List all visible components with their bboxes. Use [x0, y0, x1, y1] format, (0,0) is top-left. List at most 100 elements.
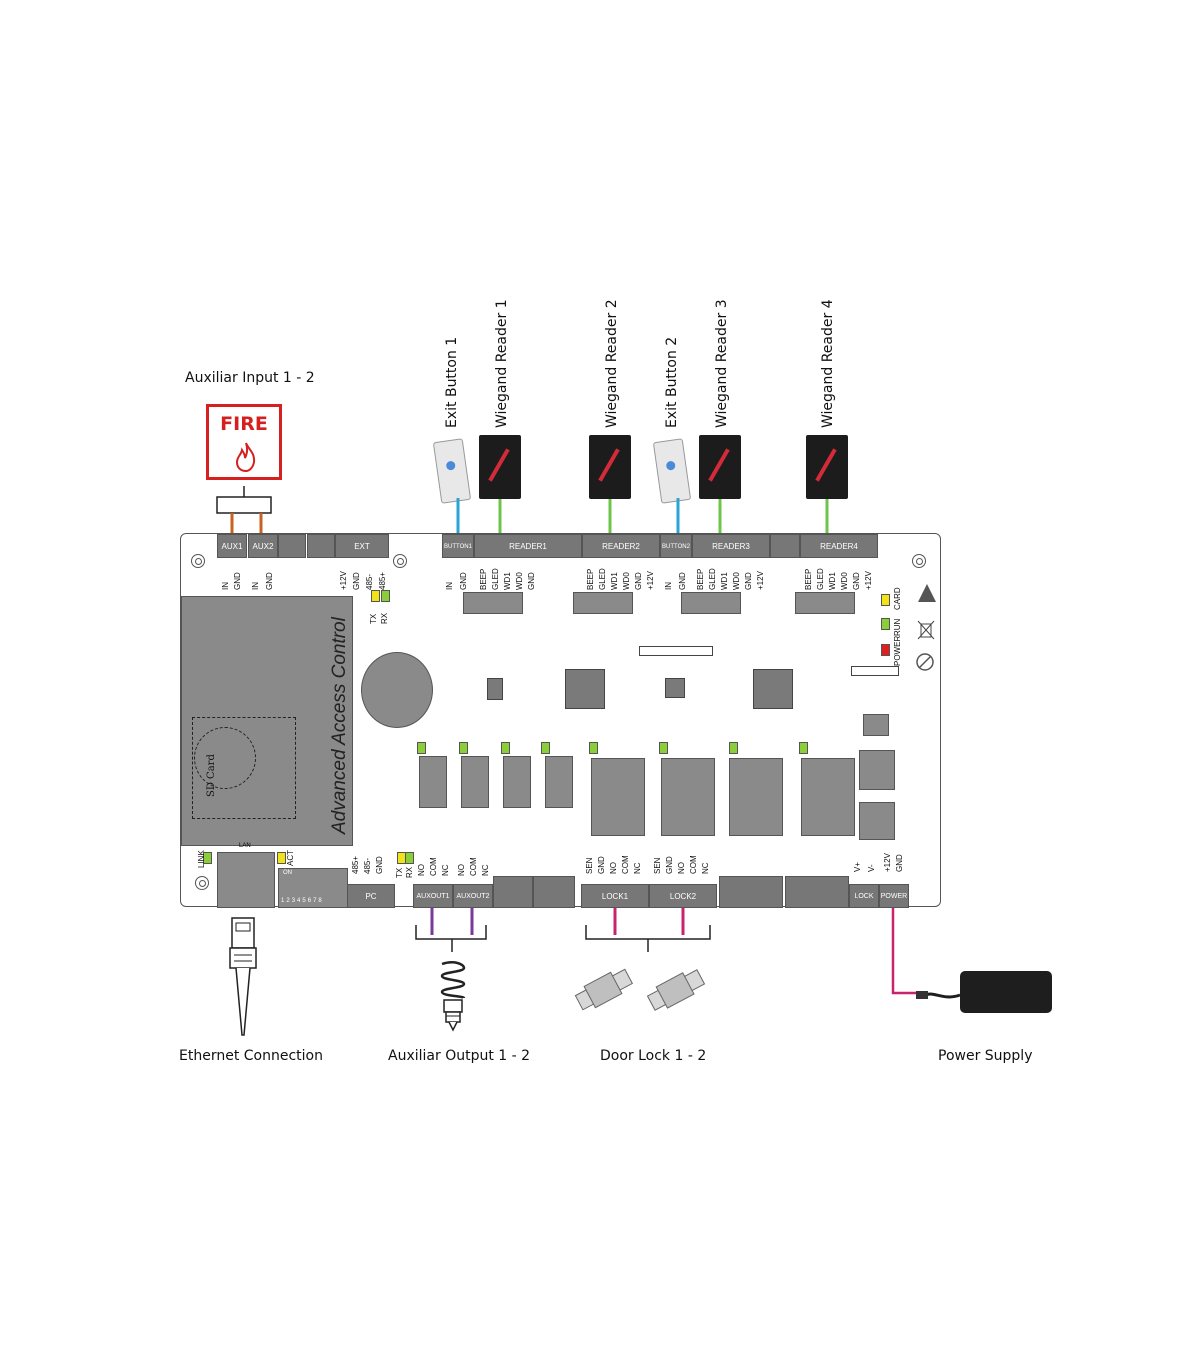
wiegand-reader-1-device — [479, 435, 521, 499]
pin-label: BEEP — [804, 568, 813, 590]
pin-label: COM — [689, 855, 698, 874]
dip-number: 4 — [297, 898, 303, 904]
dip-numbers: 12345678 — [281, 898, 324, 904]
door-lock-caption: Door Lock 1 - 2 — [600, 1048, 707, 1064]
pin-label: SEN — [585, 857, 594, 874]
run-led-label: RUN — [893, 618, 902, 636]
tx-label: TX — [369, 613, 378, 624]
dip-number: 8 — [318, 898, 324, 904]
pin-label: NO — [609, 862, 618, 874]
pin-label: 485- — [363, 857, 372, 874]
power-led-label: POWER — [893, 635, 902, 666]
brand-label: Advanced Access Control — [329, 617, 350, 834]
act-label: ACT — [286, 850, 295, 866]
pin-label: WD1 — [610, 572, 619, 590]
dip-number: 3 — [291, 898, 298, 904]
reader2-driver-block — [573, 592, 633, 614]
pin-label: WD0 — [840, 572, 849, 590]
pin-label: GND — [678, 572, 687, 590]
pin-label: GLED — [816, 568, 825, 590]
small-chip — [487, 678, 503, 700]
run-led — [881, 618, 890, 630]
dip-number: 1 — [281, 898, 287, 904]
dip-number: 5 — [302, 898, 308, 904]
lock2-header: LOCK2 — [649, 884, 717, 908]
reader2-header: READER2 — [582, 534, 660, 558]
door-lock-strikes-icon — [574, 968, 706, 1011]
ce-mark-icon — [916, 653, 934, 671]
dip-number: 6 — [307, 898, 314, 904]
pin-label: WD1 — [720, 572, 729, 590]
light-bulb-icon — [440, 961, 466, 1032]
pin-label: IN — [251, 582, 260, 590]
pin-label: BEEP — [586, 568, 595, 590]
pin-label: 485+ — [351, 855, 360, 874]
reader3-header: READER3 — [692, 534, 770, 558]
pin-label: +12V — [339, 571, 348, 590]
spare-header — [533, 876, 575, 908]
pin-label: GND — [895, 854, 904, 872]
relay-led — [459, 742, 468, 754]
pin-label: WD0 — [732, 572, 741, 590]
pin-label: GND — [852, 572, 861, 590]
tx-led — [371, 590, 380, 602]
wiegand-reader-2-device — [589, 435, 631, 499]
link-led — [203, 852, 212, 864]
relay-led — [501, 742, 510, 754]
spare-header — [719, 876, 783, 908]
mount-hole — [195, 876, 209, 890]
lock-relay — [591, 758, 645, 836]
pin-label: GND — [352, 572, 361, 590]
power-component — [859, 750, 895, 790]
mcu-chip — [753, 669, 793, 709]
wiegand-reader-3-device — [699, 435, 741, 499]
dip-switch[interactable]: ON — [278, 868, 348, 908]
rx-label: RX — [380, 612, 389, 624]
coin-battery — [361, 652, 433, 728]
relay-led — [799, 742, 808, 754]
lan-port[interactable] — [217, 852, 275, 908]
pin-label: GLED — [598, 568, 607, 590]
dip-number: 2 — [286, 898, 292, 904]
pin-label: GND — [634, 572, 643, 590]
sd-card-label: SD Card — [206, 754, 217, 797]
tx-label: TX — [395, 867, 404, 878]
spare-header — [770, 534, 800, 558]
pin-label: WD0 — [622, 572, 631, 590]
relay-led — [541, 742, 550, 754]
spare-header — [493, 876, 533, 908]
wiegand-reader-4-device — [806, 435, 848, 499]
pin-label: SEN — [653, 857, 662, 874]
lock-bracket — [585, 925, 711, 940]
relay — [461, 756, 489, 808]
warning-triangle-icon — [918, 584, 936, 602]
pin-label: GND — [265, 572, 274, 590]
relay-led — [659, 742, 668, 754]
lock1-header: LOCK1 — [581, 884, 649, 908]
reader3-driver-block — [681, 592, 741, 614]
weee-bin-icon — [917, 620, 935, 640]
reader4-header: READER4 — [800, 534, 878, 558]
pin-label: GND — [665, 856, 674, 874]
auxout1-header: AUXOUT1 — [413, 884, 453, 908]
flame-icon — [235, 442, 256, 473]
pin-label: GND — [375, 856, 384, 874]
pin-label: GND — [597, 856, 606, 874]
pin-label: +12V — [864, 571, 873, 590]
pin-strip — [639, 646, 713, 656]
dip-number: 7 — [313, 898, 319, 904]
pin-label: IN — [221, 582, 230, 590]
pin-label: 485+ — [378, 571, 387, 590]
lan-label: LAN — [239, 843, 251, 849]
aux2-header: AUX2 — [248, 534, 278, 558]
button2-header: BUTTON2 — [660, 534, 692, 558]
relay — [503, 756, 531, 808]
lock-relay — [729, 758, 783, 836]
reader1-driver-block — [463, 592, 523, 614]
pin-label: +12V — [883, 853, 892, 872]
pin-label: IN — [445, 582, 454, 590]
relay — [419, 756, 447, 808]
pin-label: COM — [469, 857, 478, 876]
power-component — [859, 802, 895, 840]
